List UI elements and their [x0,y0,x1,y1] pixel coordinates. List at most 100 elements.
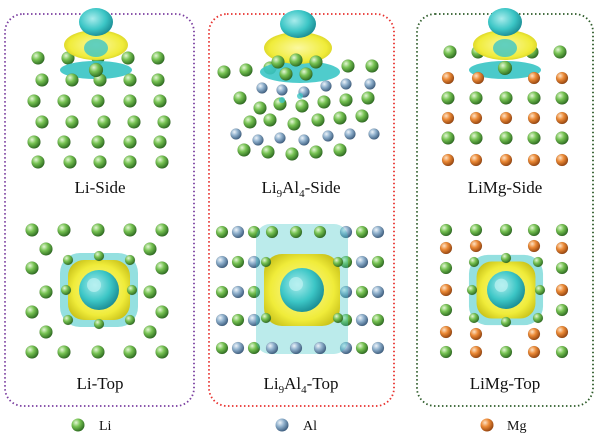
li-atom [439,261,453,275]
label-li-side: Li-Side [75,178,126,197]
depletion-cap [79,8,113,36]
al-atom [344,128,356,140]
label-li9al4-top: Li9Al4-Top [264,374,339,396]
li-atom [63,155,77,169]
li-atom [155,261,169,275]
li-atom [91,345,105,359]
label-part: -Side [305,178,341,197]
li-atom [441,91,455,105]
li-atom [121,51,135,65]
al-atom [231,341,245,355]
label-part: 9 [279,384,285,396]
li-atom [155,155,169,169]
li-atom [31,51,45,65]
legend-al-atom-icon [275,418,289,432]
li-atom [469,131,483,145]
mg-atom [471,71,485,85]
label-part: Al [284,374,301,393]
mg-atom [527,111,541,125]
li-atom [532,256,544,268]
al-atom [274,132,286,144]
li-atom [39,242,53,256]
li-atom [215,285,229,299]
li-atom [289,225,303,239]
li-atom [91,135,105,149]
li-atom [317,95,331,109]
mg-atom [527,153,541,167]
li-atom [287,117,301,131]
al-atom [320,80,332,92]
li-atom [339,93,353,107]
mg-atom [527,239,541,253]
mg-atom [469,345,483,359]
li-atom [231,255,245,269]
al-atom [231,225,245,239]
li-atom [295,99,309,113]
depletion-center [79,270,119,310]
al-atom [252,134,264,146]
label-part: 9 [277,188,283,200]
li-atom [468,312,480,324]
li-atom [93,155,107,169]
mg-atom [527,327,541,341]
legend: Li Al Mg [71,418,526,434]
center-highlight [87,278,101,292]
li-atom [260,256,272,268]
li-atom [555,261,569,275]
li-atom [57,135,71,149]
al-atom [247,313,261,327]
legend-mg-label: Mg [507,419,526,434]
li-atom [555,223,569,237]
li-atom [555,131,569,145]
li-atom [332,312,344,324]
al-atom [276,84,288,96]
al-atom [265,341,279,355]
li-atom [439,223,453,237]
al-atom [364,78,376,90]
li-atom [355,341,369,355]
li-atom [153,135,167,149]
li-atom [217,65,231,79]
al-atom [368,128,380,140]
mg-atom [439,283,453,297]
li-atom [35,115,49,129]
label-part: Al [282,178,299,197]
li-atom [355,285,369,299]
li-atom [65,73,79,87]
legend-al-label: Al [303,419,317,434]
li-atom [91,94,105,108]
al-atom [256,82,268,94]
li-atom [215,225,229,239]
li-atom [25,223,39,237]
structure-li [25,8,171,359]
al-atom [215,255,229,269]
legend-li-label: Li [99,419,112,434]
li-atom [123,135,137,149]
li-atom [231,313,245,327]
li-atom [532,312,544,324]
li-atom [153,94,167,108]
li-atom [155,345,169,359]
li-atom [265,225,279,239]
li-atom [25,345,39,359]
depletion-core [493,39,517,57]
li-atom [143,325,157,339]
li-atom [499,345,513,359]
li-atom [299,67,313,81]
li-atom [143,285,157,299]
mg-atom [527,71,541,85]
li-atom [151,73,165,87]
li-atom [124,254,136,266]
li-atom [443,45,457,59]
mg-atom [555,71,569,85]
li-atom [93,318,105,330]
label-limg-top: LiMg-Top [470,374,541,393]
li-atom [371,313,385,327]
depletion-cap [280,10,316,38]
mg-atom [469,327,483,341]
mg-atom [439,325,453,339]
li-atom [143,242,157,256]
li-atom [371,255,385,269]
mg-atom [441,71,455,85]
al-atom [371,285,385,299]
